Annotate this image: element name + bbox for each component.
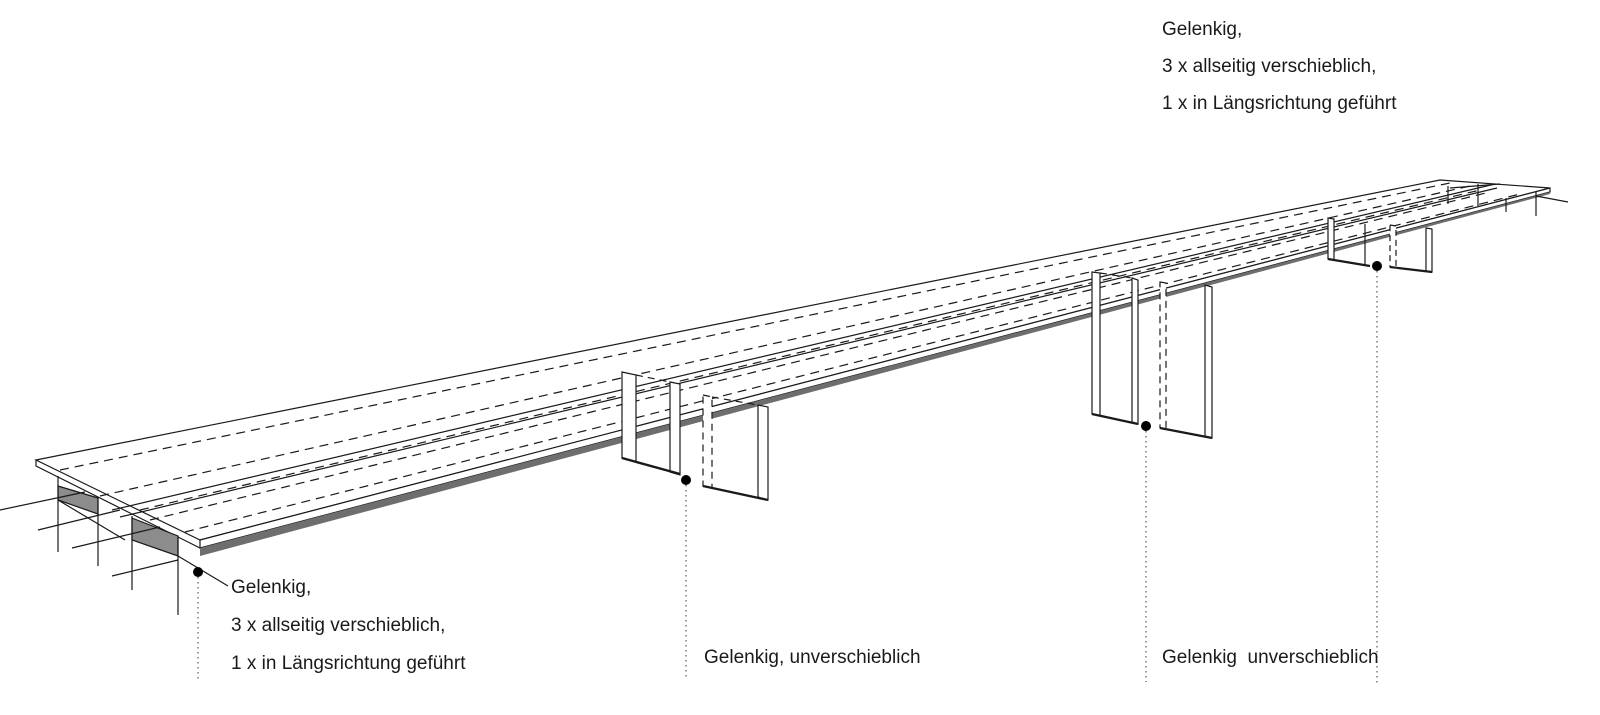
near-abutment-label-line-2: 3 x allseitig verschieblich, <box>231 615 446 636</box>
left-abutment <box>0 476 229 615</box>
pier-2-label: Gelenkig unverschieblich <box>1162 647 1379 668</box>
pier-1 <box>621 371 769 502</box>
bearing-dot-near-abutment <box>193 567 203 577</box>
near-abutment-label-line-3: 1 x in Längsrichtung geführt <box>231 653 466 674</box>
far-abutment <box>1447 183 1569 216</box>
pier-2 <box>1091 271 1213 440</box>
deck-girder-lines-hidden <box>59 182 1521 533</box>
bearing-markers <box>193 261 1382 686</box>
bridge-deck <box>34 179 1551 556</box>
far-abutment-label-line-2: 3 x allseitig verschieblich, <box>1162 56 1377 77</box>
pier-1-label: Gelenkig, unverschieblich <box>704 647 921 668</box>
pier-3 <box>1327 217 1433 274</box>
near-abutment-label-line-1: Gelenkig, <box>231 577 312 598</box>
far-abutment-label-line-3: 1 x in Längsrichtung geführt <box>1162 93 1397 114</box>
bearing-dot-pier-3 <box>1372 261 1382 271</box>
bearing-dot-pier-2 <box>1141 421 1151 431</box>
bearing-dot-pier-1 <box>681 475 691 485</box>
far-abutment-label-line-1: Gelenkig, <box>1162 19 1243 40</box>
